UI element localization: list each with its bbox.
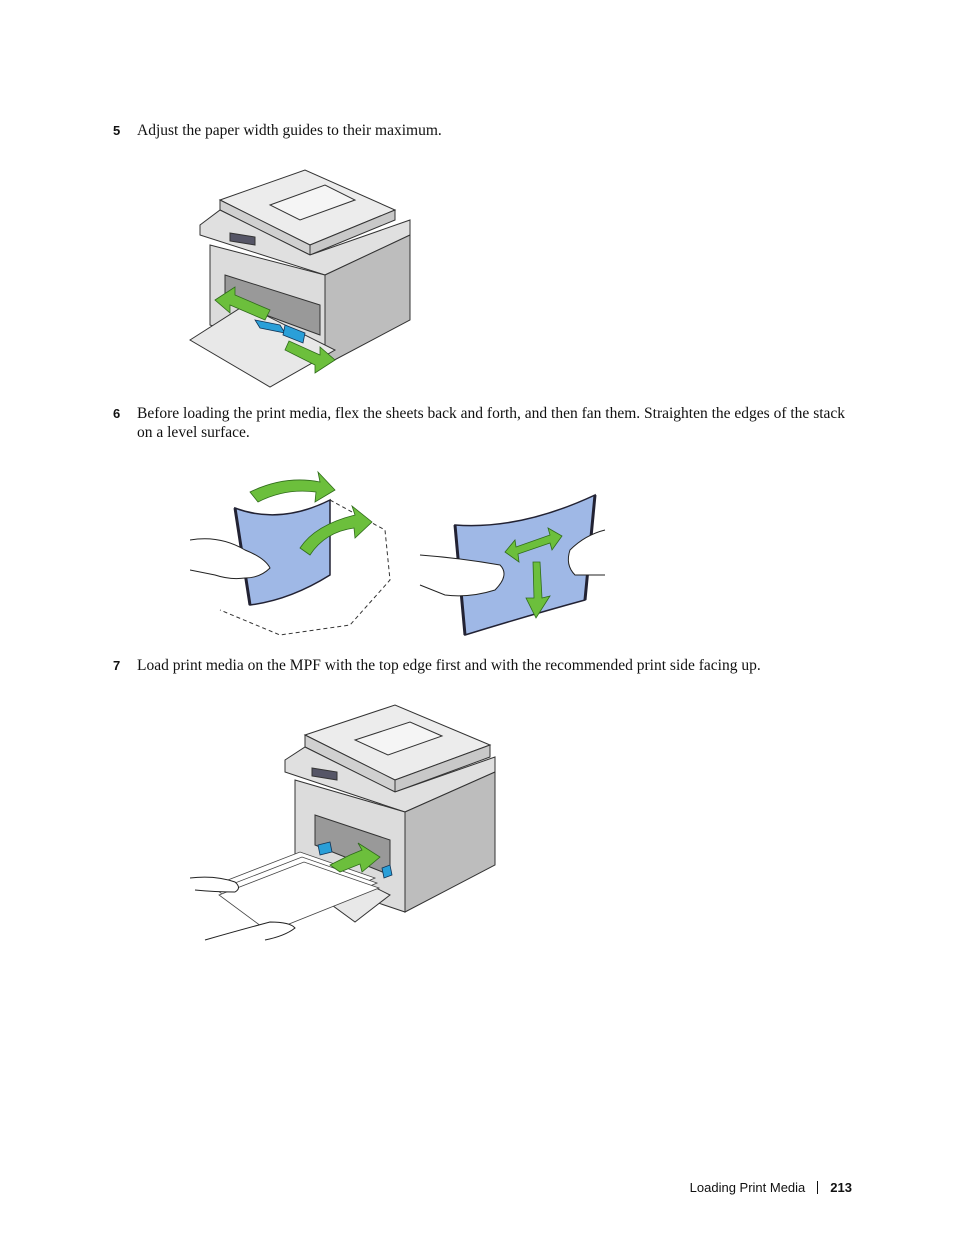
step-text: Adjust the paper width guides to their m… <box>137 122 442 139</box>
step-number: 7 <box>113 658 121 673</box>
step-number: 5 <box>113 123 121 138</box>
footer-separator <box>817 1181 819 1194</box>
flex-and-fan-paper-illustration <box>190 470 606 636</box>
step-text: Before loading the print media, flex the… <box>137 405 846 441</box>
step-text: Load print media on the MPF with the top… <box>137 657 761 674</box>
page-footer: Loading Print Media 213 <box>690 1180 852 1195</box>
printer-width-guides-illustration <box>189 169 411 388</box>
load-print-media-illustration <box>190 704 496 941</box>
footer-section-title: Loading Print Media <box>689 1180 806 1195</box>
page-number: 213 <box>830 1180 852 1195</box>
step-number: 6 <box>113 406 121 421</box>
